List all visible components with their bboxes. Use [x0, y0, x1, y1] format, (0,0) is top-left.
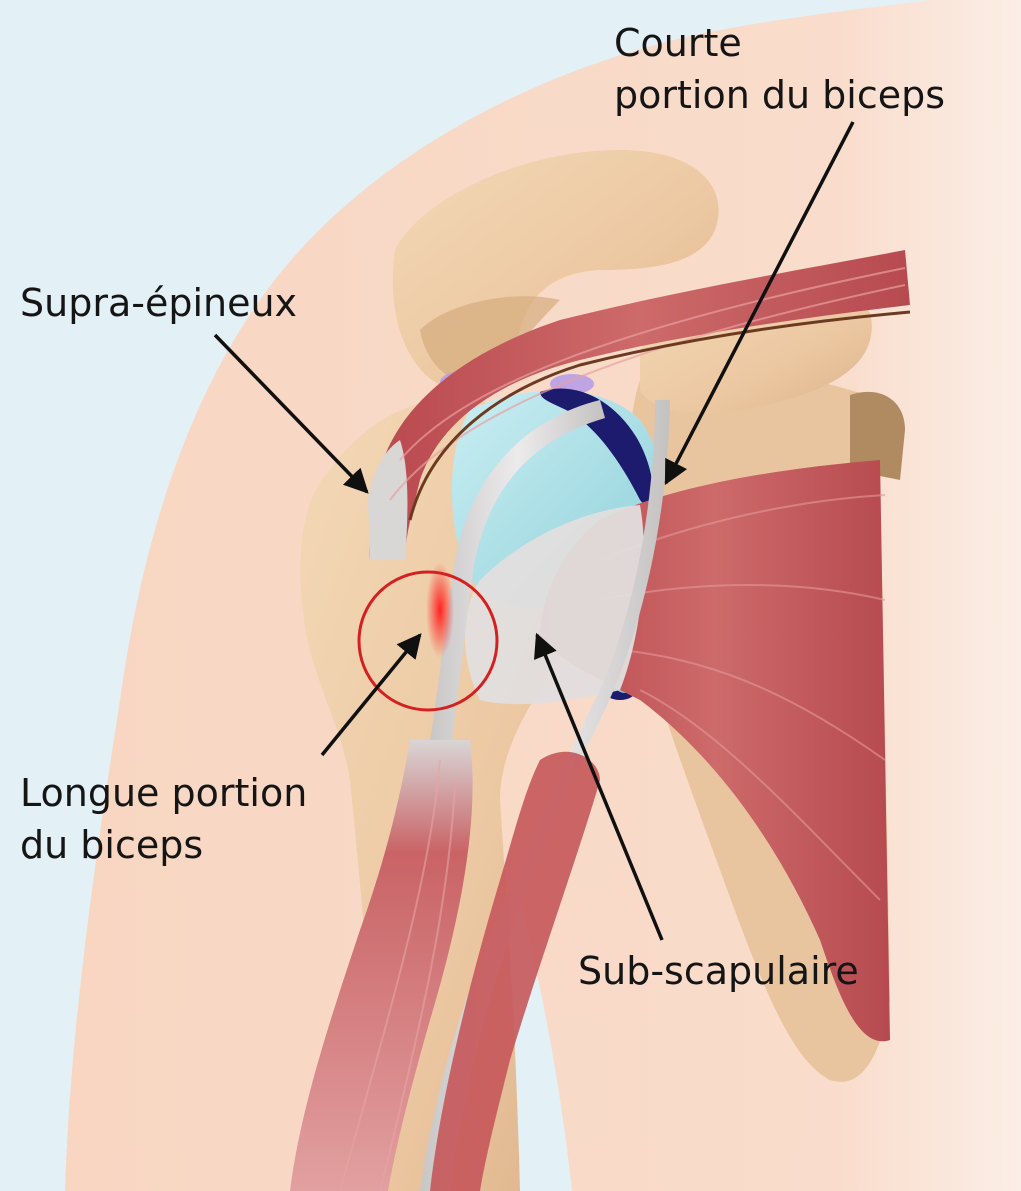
highlight-circle [357, 570, 499, 712]
label-longue-portion-du-biceps: Longue portion du biceps [20, 768, 307, 871]
supraspinatus-tendon [368, 440, 408, 560]
label-courte-portion-du-biceps: Courte portion du biceps [614, 18, 945, 121]
arrow-sub [534, 632, 664, 941]
inflammation-spot [426, 562, 454, 658]
label-longue-line2: du biceps [20, 822, 204, 867]
arrow-longue [320, 633, 422, 757]
subscapularis-fibers [599, 494, 886, 901]
label-supra-epineux: Supra-épineux [20, 278, 297, 330]
supraspinatus-muscle [369, 250, 910, 560]
scapula-spine [850, 391, 905, 480]
arrow-supra [213, 333, 369, 494]
label-supra-text: Supra-épineux [20, 281, 298, 325]
label-sub-text: Sub-scapulaire [578, 949, 859, 993]
supraspinatus-edge [408, 310, 911, 521]
label-courte-line2: portion du biceps [614, 72, 946, 117]
label-sub-scapulaire: Sub-scapulaire [578, 946, 859, 998]
arrow-courte [664, 121, 855, 486]
label-longue-line1: Longue portion [20, 771, 308, 815]
biceps-short-belly [430, 751, 600, 1191]
subscapularis-tendon [465, 505, 644, 705]
label-courte-line1: Courte [614, 21, 742, 65]
supraspinatus-fibers [389, 267, 906, 501]
biceps-long-fibers [339, 759, 456, 1191]
acromion-shadow [420, 296, 560, 385]
